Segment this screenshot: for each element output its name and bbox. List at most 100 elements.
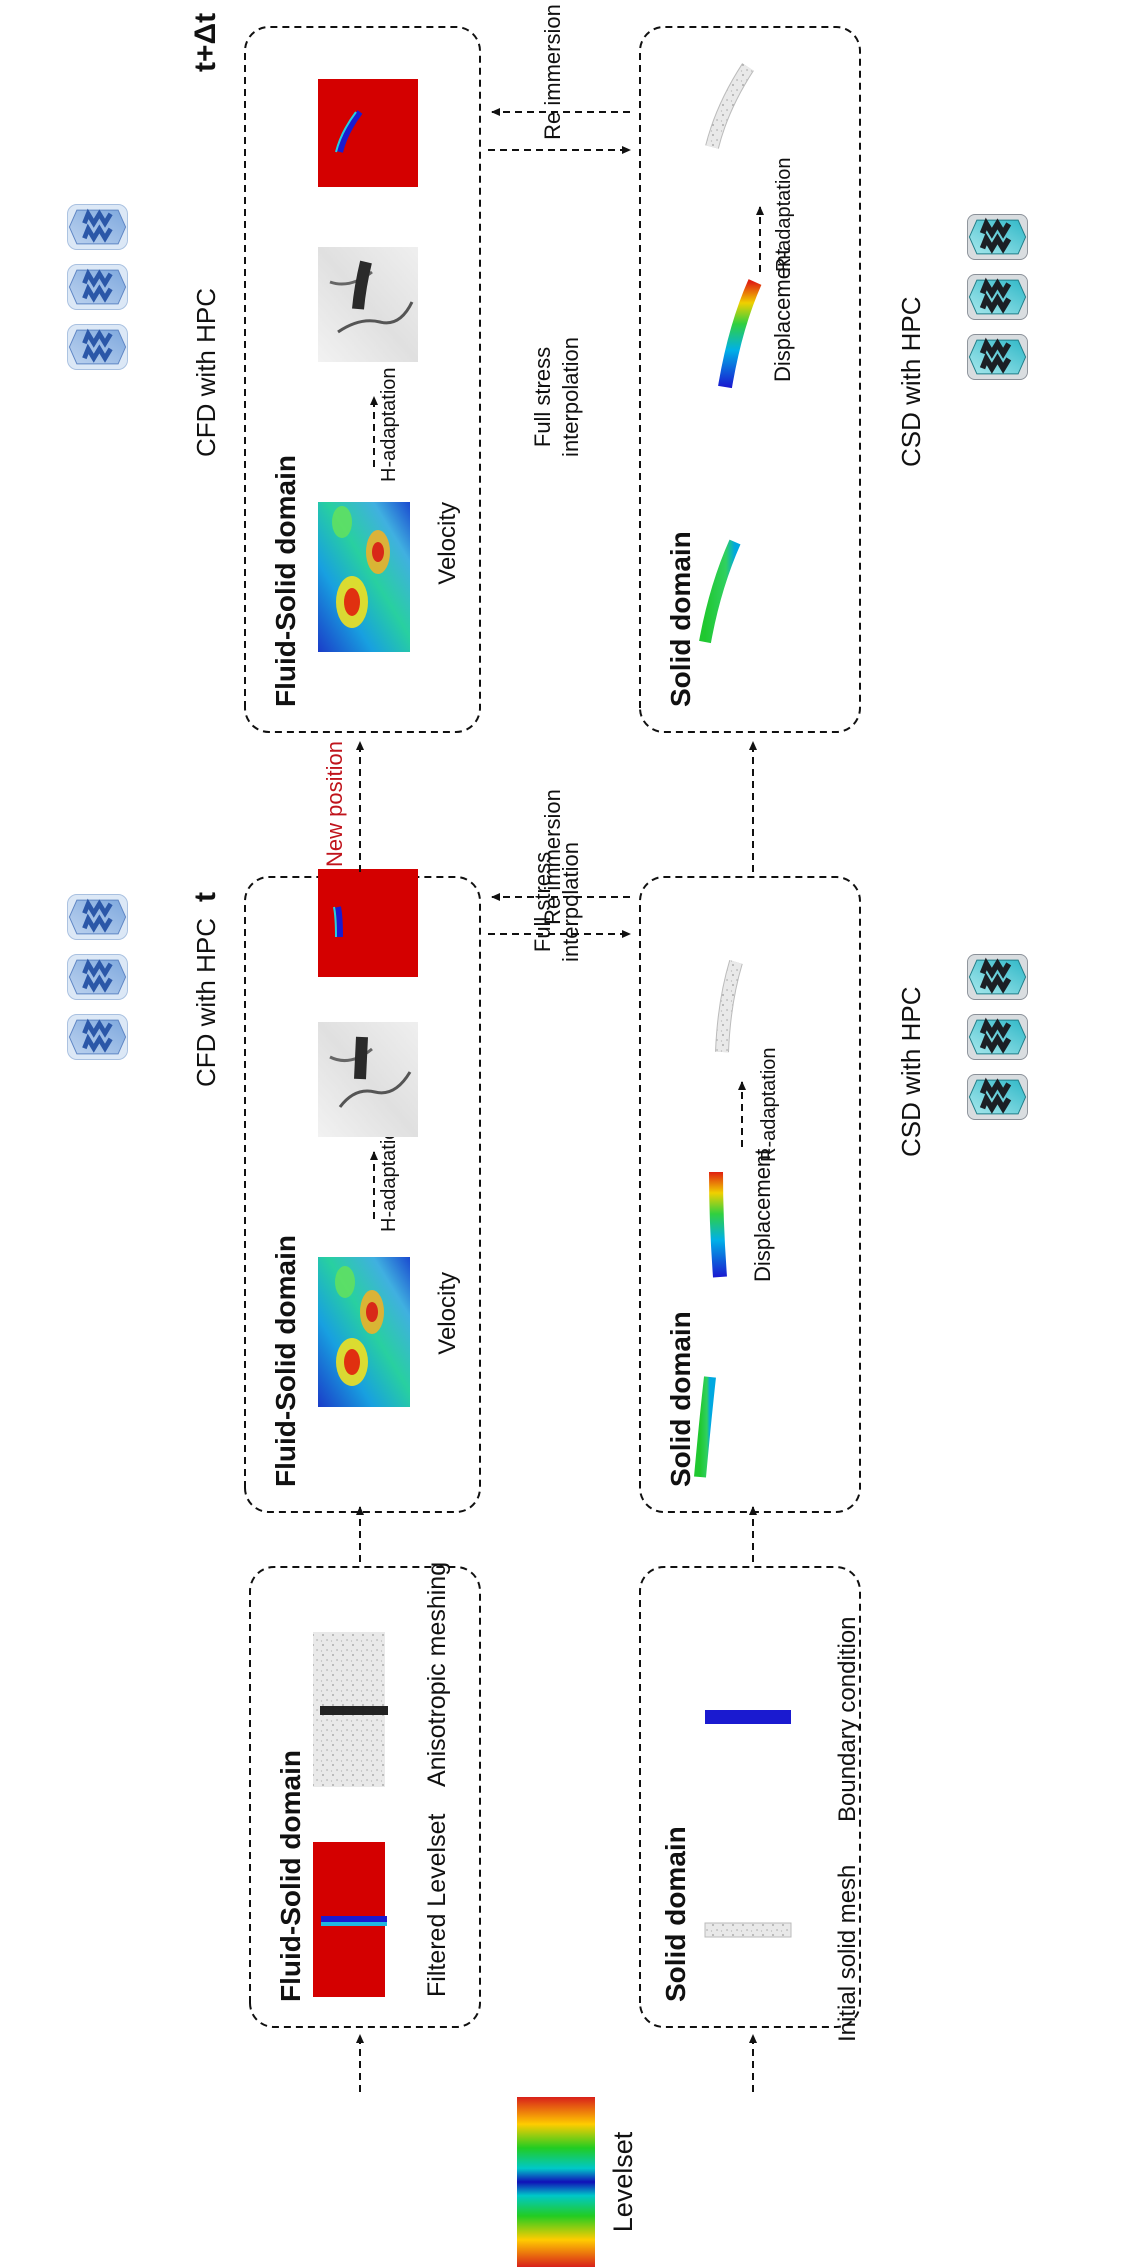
velocity-field-core [344,1349,360,1375]
levelset-label: Levelset [608,2131,638,2232]
velocity-field-core [366,1302,378,1322]
cfd-hpc-label-t: CFD with HPC [191,918,221,1087]
velocity-field-base [318,1257,410,1407]
csd-server-icon [968,335,1028,380]
cfd-server-icon [68,325,128,370]
velocity-field-image-t [318,1257,410,1407]
initial-solid-box-frame [639,1566,861,2028]
velocity-label-t: Velocity [434,1272,461,1355]
displacement-label-t-dt: Displacement [770,249,795,382]
full-stress-line1-t-dt: Full stress [530,347,555,447]
mesh-beam [352,260,372,310]
r-adapted-mesh-texture-t [716,960,742,1053]
full-stress-label-t-dt: Full stress interpolation [530,337,583,457]
csd-server-icon [968,955,1028,1000]
h-adapted-mesh-image-t [318,1022,418,1137]
h-adapted-mesh-field [318,247,418,362]
displacement-beam-t [709,1171,727,1278]
cfd-server-icon [68,1015,128,1060]
levelset-image-t-dt [318,79,418,187]
boundary-condition-label: Boundary condition [834,1617,861,1822]
re-immersion-label-t: Re immersion [540,789,565,925]
initial-fluid-solid-box: Fluid-Solid domain Filtered Levelset Ani… [249,1562,481,2028]
h-adaptation-label-t: H-adaptation [378,1117,400,1232]
anisotropic-mesh-beam [320,1706,388,1715]
boundary-condition-image [705,1710,791,1724]
fluid-box-t-dt-frame [244,26,481,733]
cfd-hpc-label-t-dt: CFD with HPC [191,288,221,457]
cfd-server-icon [68,895,128,940]
velocity-field-blob [335,1266,355,1298]
fluid-box-t-frame [244,876,481,1513]
levelset-beam-t-dt [337,110,363,153]
velocity-field-core [344,588,360,616]
velocity-field-image-t-dt [318,502,410,652]
h-adaptation-label-t-dt: H-adaptation [378,367,400,482]
h-adapted-mesh-field [318,1022,418,1137]
cfd-hpc-group-t-dt: CFD with HPC [68,205,221,457]
velocity-field-blob [332,506,352,538]
velocity-label-t-dt: Velocity [434,502,461,585]
time-t-dt-label: t+Δt [189,13,222,72]
cfd-server-icon [68,265,128,310]
cfd-server-icon [68,205,128,250]
levelset-field-t-dt [318,79,418,187]
filtered-levelset-label: Filtered Levelset [423,1814,451,1997]
stress-field-beam-t [694,1376,716,1478]
fluid-title-t-dt: Fluid-Solid domain [270,455,301,707]
new-position-label: New position [322,741,347,867]
csd-server-icon [968,275,1028,320]
solid-box-t: Solid domain Displacement R-adaptation [639,876,861,1513]
csd-server-icon [968,1015,1028,1060]
fluid-solid-box-t-dt: Fluid-Solid domain Velocity H-adaptation [244,26,481,733]
levelset-colorbar [517,2097,595,2267]
full-stress-line2-t: interpolation [558,842,583,962]
filtered-levelset-beam [321,1916,387,1922]
solid-title-t-dt: Solid domain [665,531,696,707]
levelset-field-t [318,869,418,977]
full-stress-line1-t: Full stress [530,852,555,952]
mesh-vortex-line [337,301,414,334]
fluid-title-t: Fluid-Solid domain [270,1235,301,1487]
csd-hpc-group-t: CSD with HPC [896,955,1028,1157]
time-t-label: t [189,892,222,902]
displacement-beam-t-dt [718,279,762,389]
filtered-levelset-image [313,1842,387,1997]
cfd-hpc-group-t: CFD with HPC [68,895,221,1087]
displacement-label-t: Displacement [750,1149,775,1282]
velocity-field-base [318,502,410,652]
filtered-levelset-beam-edge [321,1922,387,1926]
solid-box-t-dt: Solid domain Displacement R-adaptation [639,26,861,733]
initial-solid-title: Solid domain [660,1826,691,2002]
r-adaptation-label-t-dt: R-adaptation [773,157,795,272]
csd-server-icon [968,215,1028,260]
csd-hpc-label-t: CSD with HPC [896,987,926,1157]
fluid-solid-box-t: Fluid-Solid domain Velocity H-adaptation [244,869,481,1513]
re-immersion-label-t-dt: Re immersion [540,4,565,140]
initial-solid-mesh-image [704,1922,792,1938]
levelset-beam-edge-t-dt [335,111,357,153]
mesh-vortex-line [338,1071,412,1108]
solid-box-t-frame [639,876,861,1513]
csd-hpc-group-t-dt: CSD with HPC [896,215,1028,467]
initial-fluid-title: Fluid-Solid domain [275,1750,306,2002]
anisotropic-meshing-label: Anisotropic meshing [423,1562,451,1787]
solid-title-t: Solid domain [665,1311,696,1487]
cfd-server-icon [68,955,128,1000]
levelset-beam-edge-t [333,906,337,938]
r-adaptation-label-t: R-adaptation [758,1047,780,1162]
initial-solid-mesh-label: Initial solid mesh [834,1865,861,2042]
anisotropic-mesh-image [313,1632,388,1787]
stress-field-beam-t-dt [699,539,741,644]
levelset-image-t [318,869,418,977]
h-adapted-mesh-image-t-dt [318,247,418,362]
full-stress-line2-t-dt: interpolation [558,337,583,457]
csd-server-icon [968,1075,1028,1120]
r-adapted-mesh-texture-t-dt [706,63,754,149]
full-stress-label-t: Full stress interpolation [530,842,583,962]
velocity-field-core [372,542,384,562]
solid-box-t-dt-frame [639,26,861,733]
